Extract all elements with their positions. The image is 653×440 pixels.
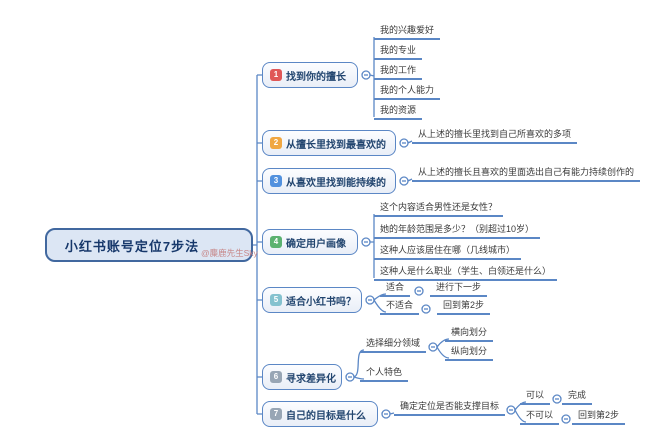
- leaf-topic[interactable]: 回到第2步: [437, 299, 491, 315]
- branch-label: 从喜欢里找到能持续的: [286, 177, 386, 189]
- branch-node-2[interactable]: 2 从擅长里找到最喜欢的: [262, 130, 396, 156]
- branch-label: 适合小红书吗？: [286, 296, 356, 308]
- collapse-icon[interactable]: [399, 138, 409, 148]
- central-topic-title: 小红书账号定位7步法: [64, 238, 200, 254]
- leaf-topic[interactable]: 完成: [562, 389, 593, 405]
- collapse-icon[interactable]: [365, 295, 375, 305]
- branch4-connector: [370, 214, 375, 278]
- branch-node-4[interactable]: 4 确定用户画像: [262, 229, 358, 255]
- leaf-topic[interactable]: 横向划分: [445, 326, 494, 342]
- collapse-icon[interactable]: [361, 70, 371, 80]
- branch-node-6[interactable]: 6 寻求差异化: [262, 364, 342, 390]
- branch-node-7[interactable]: 7 自己的目标是什么: [262, 401, 378, 427]
- collapse-icon[interactable]: [414, 286, 424, 296]
- branch-label: 寻求差异化: [286, 373, 336, 385]
- leaf-topic[interactable]: 我的资源: [374, 104, 423, 120]
- branch2-connector: [407, 140, 413, 144]
- collapse-icon[interactable]: [361, 237, 371, 247]
- leaf-topic[interactable]: 纵向划分: [445, 345, 494, 361]
- collapse-icon[interactable]: [561, 414, 571, 424]
- leaf-topic[interactable]: 我的工作: [374, 64, 423, 80]
- leaf-topic[interactable]: 回到第2步: [572, 409, 626, 425]
- leaf-topic[interactable]: 不可以: [520, 409, 560, 425]
- collapse-icon[interactable]: [345, 372, 355, 382]
- branch-node-1[interactable]: 1 找到你的擅长: [262, 62, 358, 88]
- branch-label: 从擅长里找到最喜欢的: [286, 139, 386, 151]
- collapse-icons: [345, 70, 571, 424]
- branch-number-badge: 5: [270, 294, 282, 306]
- leaf-topic[interactable]: 从上述的擅长且喜欢的里面选出自己有能力持续创作的: [412, 166, 641, 182]
- collapse-icon[interactable]: [506, 405, 516, 415]
- collapse-icon[interactable]: [552, 394, 562, 404]
- branch-number-badge: 2: [270, 137, 282, 149]
- leaf-topic[interactable]: 适合: [380, 281, 411, 297]
- leaf-topic[interactable]: 我的兴趣爱好: [374, 24, 441, 40]
- leaf-topic[interactable]: 可以: [520, 389, 551, 405]
- branch-number-badge: 4: [270, 236, 282, 248]
- leaf-topic[interactable]: 她的年龄范围是多少？（别超过10岁）: [374, 223, 541, 239]
- watermark: @麋鹿先生Sky: [201, 248, 258, 258]
- central-topic[interactable]: 小红书账号定位7步法: [45, 228, 253, 262]
- trunk-connector: [252, 74, 262, 415]
- branch-number-badge: 7: [270, 408, 282, 420]
- leaf-topic[interactable]: 这种人是什么职业（学生、白领还是什么）: [374, 265, 558, 281]
- leaf-topic[interactable]: 这个内容适合男性还是女性？: [374, 201, 504, 217]
- leaf-topic[interactable]: 确定定位是否能支撑目标: [394, 400, 506, 416]
- leaf-topic[interactable]: 我的专业: [374, 44, 423, 60]
- branch-label: 确定用户画像: [286, 238, 346, 250]
- leaf-topic[interactable]: 我的个人能力: [374, 84, 441, 100]
- leaf-topic[interactable]: 个人特色: [360, 366, 409, 382]
- branch-label: 自己的目标是什么: [286, 410, 366, 422]
- leaf-topic[interactable]: 进行下一步: [430, 281, 488, 297]
- collapse-icon[interactable]: [399, 176, 409, 186]
- branch-node-5[interactable]: 5 适合小红书吗？: [262, 287, 362, 313]
- leaf-topic[interactable]: 这种人应该居住在哪（几线城市）: [374, 244, 522, 260]
- branch-node-3[interactable]: 3 从喜欢里找到能持续的: [262, 168, 396, 194]
- leaf-topic[interactable]: 从上述的擅长里找到自己所喜欢的多项: [412, 128, 578, 144]
- collapse-icon[interactable]: [421, 304, 431, 314]
- branch-number-badge: 3: [270, 175, 282, 187]
- branch-label: 找到你的擅长: [286, 71, 346, 83]
- branch-number-badge: 6: [270, 371, 282, 383]
- branch1-connector: [369, 37, 375, 117]
- branch3-connector: [407, 178, 413, 182]
- collapse-icon[interactable]: [381, 409, 391, 419]
- leaf-topic[interactable]: 不适合: [380, 299, 420, 315]
- leaf-topic[interactable]: 选择细分领域: [360, 337, 427, 353]
- branch6-fork: [353, 338, 450, 380]
- branch-number-badge: 1: [270, 69, 282, 81]
- collapse-icon[interactable]: [428, 342, 438, 352]
